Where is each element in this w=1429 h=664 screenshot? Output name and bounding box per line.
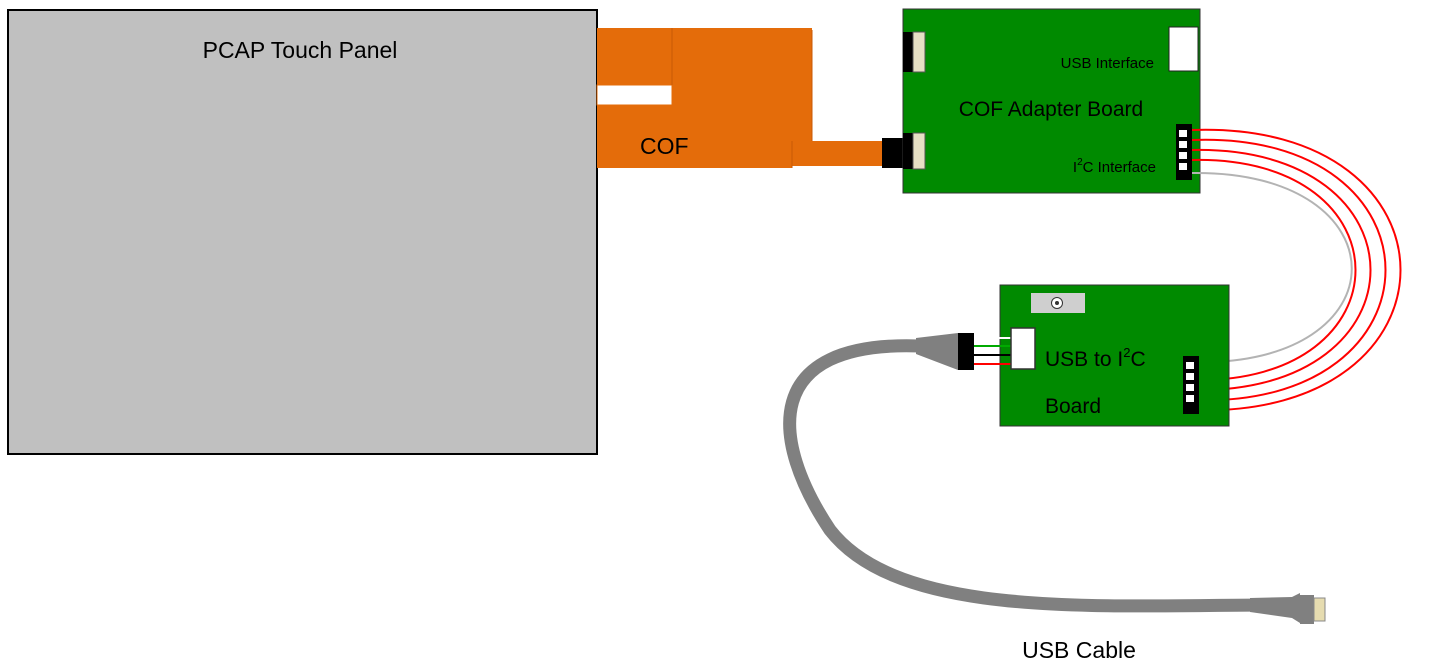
i2c-wire-bundle [1191,128,1402,412]
bridge-board-label-line2: Board [1045,395,1101,418]
pcap-touch-panel [7,9,598,455]
bridge-i2c-header [1183,356,1199,414]
cof-connector [882,138,904,168]
usb-cable-label: USB Cable [1022,637,1136,663]
cof-flex [596,28,882,168]
usb-cable-strain-relief-left [916,333,958,370]
cof-adapter-board [902,8,1201,194]
adapter-i2c-header [1176,124,1192,180]
adapter-cof-connector [903,132,926,170]
usb-plug-tip [1313,597,1326,622]
cof-label: COF [640,133,689,159]
panel-label: PCAP Touch Panel [203,37,398,63]
usb-interface-port [1168,26,1199,72]
usb-cable [783,339,1282,613]
bridge-board-label-line1: USB to I2C [1045,345,1146,371]
usb-cable-strain-relief-right [1250,593,1300,623]
usb-plug-body [1300,595,1314,624]
bridge-usb-connector [958,327,1036,370]
adapter-board-label: COF Adapter Board [959,98,1143,121]
i2c-interface-label: I2C Interface [1073,157,1156,176]
adapter-top-connector [903,31,926,73]
usb-interface-label: USB Interface [1061,55,1154,72]
